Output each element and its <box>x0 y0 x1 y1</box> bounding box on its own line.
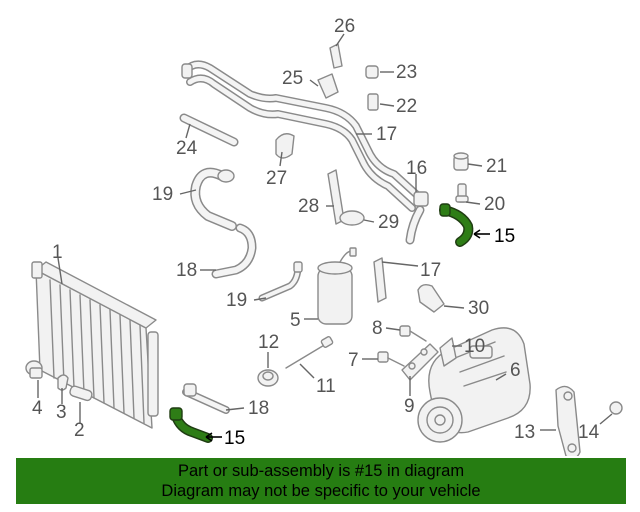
callout-labels: 1 2 3 4 5 6 7 8 9 10 11 12 13 14 15 15 1… <box>32 16 600 449</box>
callout-20: 20 <box>484 194 505 215</box>
valve-part-22[interactable] <box>367 93 379 111</box>
clamp-part[interactable] <box>339 210 365 226</box>
grommet-part[interactable] <box>257 369 279 387</box>
hose-part-17-lower[interactable] <box>373 205 425 303</box>
callout-29: 29 <box>378 212 399 233</box>
highlighted-hose-part-15-lower[interactable] <box>169 407 213 443</box>
cap-part-21[interactable] <box>453 152 469 171</box>
bracket-part-30[interactable] <box>417 283 445 313</box>
bracket-part-25[interactable] <box>317 73 339 99</box>
callout-22: 22 <box>396 96 417 117</box>
cap-part[interactable] <box>25 360 43 379</box>
callout-16: 16 <box>406 158 427 179</box>
banner-line-2: Diagram may not be specific to your vehi… <box>161 482 481 500</box>
callout-11: 11 <box>316 376 336 397</box>
callout-12: 12 <box>258 332 279 353</box>
highlighted-hose-part-15-upper[interactable] <box>439 203 474 247</box>
valve-part[interactable] <box>455 183 469 203</box>
callout-17-lower: 17 <box>420 260 441 281</box>
callout-14: 14 <box>578 422 600 443</box>
callout-28: 28 <box>298 196 319 217</box>
receiver-drier-part[interactable] <box>317 247 357 325</box>
callout-15-lower: 15 <box>224 428 245 449</box>
callout-9: 9 <box>404 396 415 417</box>
callout-24: 24 <box>176 138 198 159</box>
bracket-part-10[interactable] <box>439 337 457 367</box>
callout-15-upper: 15 <box>494 226 515 247</box>
callout-3: 3 <box>56 402 67 423</box>
callout-8: 8 <box>372 318 383 339</box>
bolt-part-7[interactable] <box>377 351 405 367</box>
callout-1: 1 <box>52 242 63 263</box>
callout-7: 7 <box>348 350 359 371</box>
mounting-bracket-part[interactable] <box>555 385 581 456</box>
callout-10: 10 <box>464 336 485 357</box>
hose-part-18-left[interactable] <box>211 223 257 279</box>
callout-13: 13 <box>514 422 535 443</box>
nut-part[interactable] <box>609 401 623 415</box>
callout-19-upper: 19 <box>152 184 173 205</box>
bolt-part-8[interactable] <box>399 325 427 342</box>
clip-part-26[interactable] <box>329 43 343 69</box>
callout-18-right: 18 <box>248 398 269 419</box>
callout-18-left: 18 <box>176 260 197 281</box>
plug-part[interactable] <box>69 385 93 402</box>
callout-27: 27 <box>266 168 287 189</box>
callout-23: 23 <box>396 62 417 83</box>
callout-25: 25 <box>282 68 303 89</box>
clip-part[interactable] <box>57 374 69 391</box>
banner-line-1: Part or sub-assembly is #15 in diagram <box>177 462 465 480</box>
line-part-19-lower[interactable] <box>258 261 303 302</box>
callout-5: 5 <box>290 310 301 331</box>
exploded-parts-diagram: 1 2 3 4 5 6 7 8 9 10 11 12 13 14 15 15 1… <box>25 16 623 456</box>
hose-part-19-upper[interactable] <box>190 167 237 231</box>
callout-17-upper: 17 <box>376 124 397 145</box>
bracket-part-27[interactable] <box>275 133 295 159</box>
cap-part-23[interactable] <box>365 65 379 79</box>
callout-6: 6 <box>510 360 521 381</box>
callout-21: 21 <box>486 156 507 177</box>
callout-4: 4 <box>32 398 43 419</box>
gasket-plate-part[interactable] <box>401 343 439 381</box>
leader-lines <box>37 33 613 442</box>
callout-2: 2 <box>74 420 85 441</box>
sensor-part[interactable] <box>179 113 239 147</box>
callout-26: 26 <box>334 16 355 37</box>
pressure-line-part-17[interactable] <box>181 60 429 212</box>
callout-19-lower: 19 <box>226 290 247 311</box>
part-info-banner: Part or sub-assembly is #15 in diagram D… <box>16 458 626 504</box>
condenser-part[interactable] <box>31 261 159 429</box>
line-part-18-right[interactable] <box>182 383 230 414</box>
long-bolt-part[interactable] <box>285 336 334 369</box>
callout-30: 30 <box>468 298 489 319</box>
